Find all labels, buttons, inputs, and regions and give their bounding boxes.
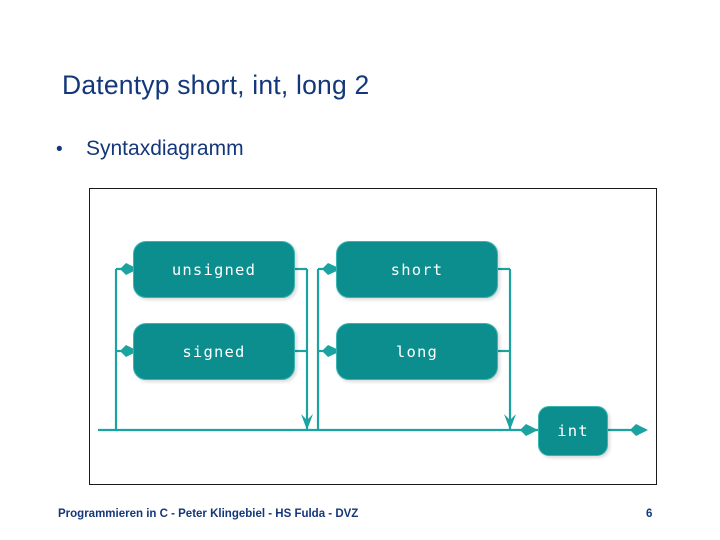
bullet-item: • Syntaxdiagramm xyxy=(56,138,244,159)
arrow-into-int xyxy=(520,424,538,436)
diagram-node-unsigned: unsigned xyxy=(133,241,295,298)
arrow-into-unsigned xyxy=(120,263,138,275)
footer-page-number: 6 xyxy=(646,508,653,520)
arrow-right-bus-to-spine xyxy=(504,414,516,430)
arrow-into-long xyxy=(322,345,341,357)
bullet-marker-icon: • xyxy=(56,139,63,160)
page-title: Datentyp short, int, long 2 xyxy=(62,70,370,100)
arrow-into-signed xyxy=(120,345,138,357)
arrow-left-bus-to-spine xyxy=(301,414,313,430)
footer-attribution: Programmieren in C - Peter Klingebiel - … xyxy=(58,508,359,520)
diagram-node-int: int xyxy=(538,406,608,456)
diagram-node-long: long xyxy=(336,323,498,380)
arrow-into-short xyxy=(322,263,341,275)
syntax-diagram-frame: .ln { stroke: #1aa3a0; stroke-width: 2.2… xyxy=(89,188,657,485)
diagram-node-short: short xyxy=(336,241,498,298)
syntax-diagram-connectors: .ln { stroke: #1aa3a0; stroke-width: 2.2… xyxy=(98,263,648,436)
diagram-node-signed: signed xyxy=(133,323,295,380)
bullet-item-label: Syntaxdiagramm xyxy=(86,137,244,160)
arrow-diagram-exit xyxy=(630,424,648,436)
